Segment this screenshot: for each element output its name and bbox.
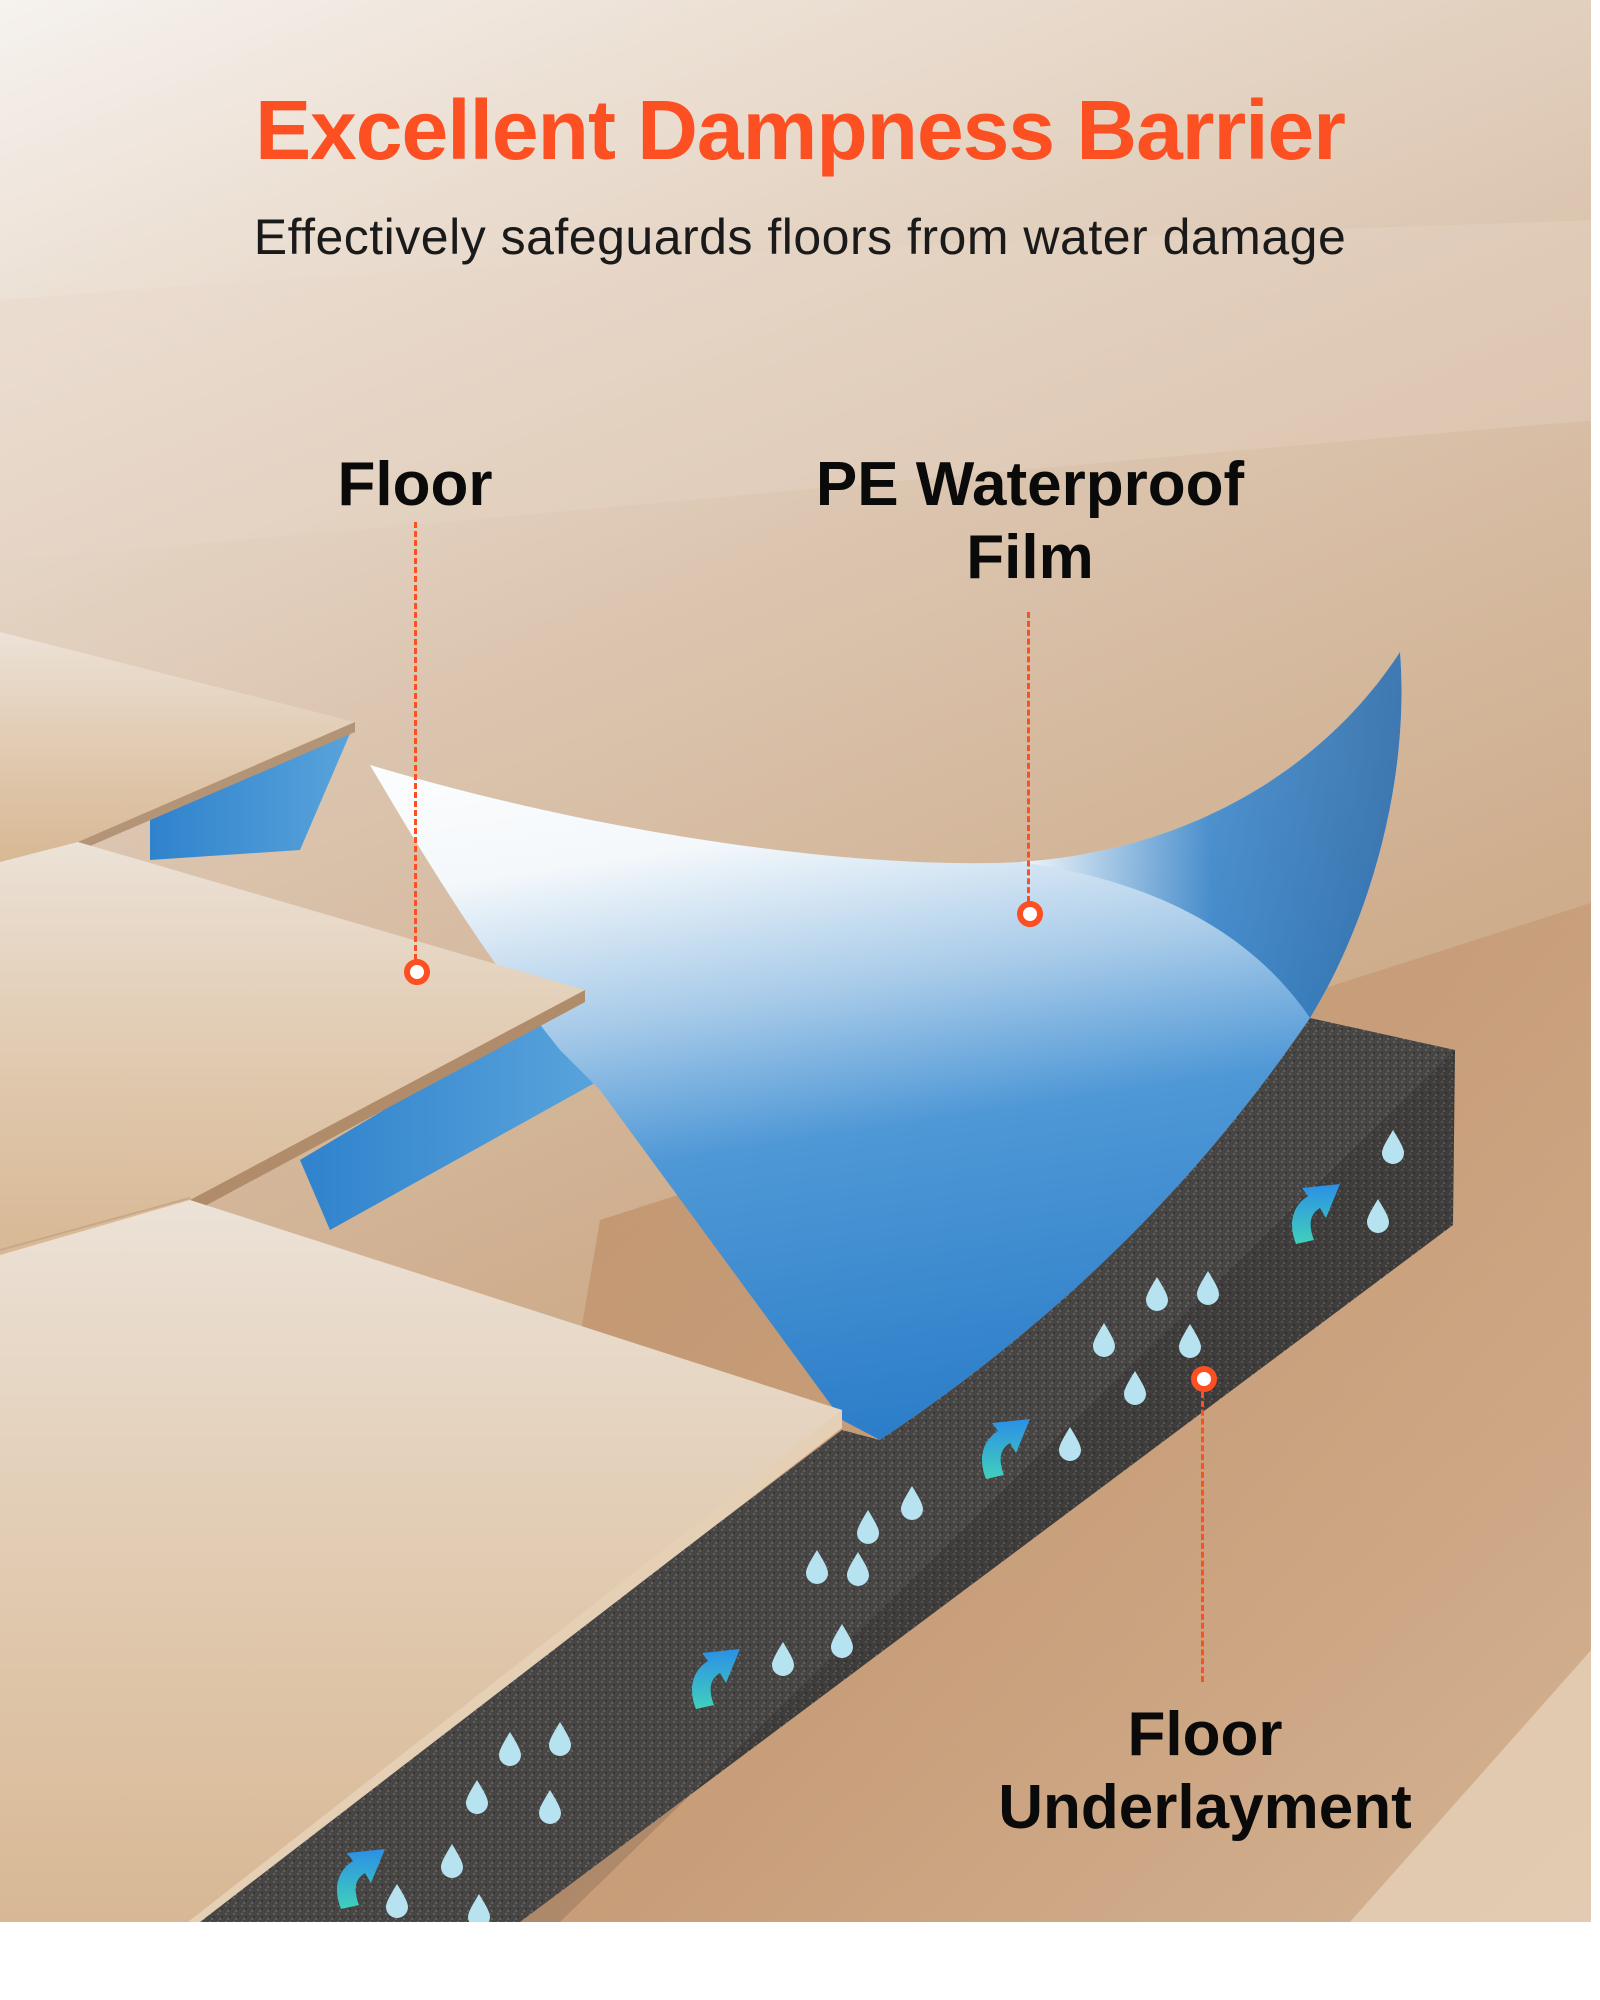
floor-leader-line xyxy=(414,522,417,960)
floor-marker-icon xyxy=(404,959,430,985)
label-film-line2: Film xyxy=(966,523,1094,593)
page-subtitle: Effectively safeguards floors from water… xyxy=(253,209,1347,265)
bottom-margin xyxy=(0,1922,1600,2000)
page-title: Excellent Dampness Barrier xyxy=(255,83,1346,177)
label-floor-underlayment: Floor Underlayment xyxy=(940,1698,1470,1844)
film-leader-line xyxy=(1027,612,1030,902)
underlayment-leader-line xyxy=(1201,1392,1204,1682)
label-floor: Floor xyxy=(300,448,530,521)
label-pe-film: PE Waterproof Film xyxy=(760,448,1300,594)
label-underlayment-line1: Floor xyxy=(1127,1700,1283,1769)
label-floor-line1: Floor xyxy=(337,450,493,519)
label-film-line1: PE Waterproof xyxy=(815,450,1245,519)
underlayment-marker-icon xyxy=(1191,1366,1217,1392)
label-underlayment-line2: Underlayment xyxy=(998,1773,1412,1843)
right-margin xyxy=(1591,0,1600,2000)
film-marker-icon xyxy=(1017,901,1043,927)
